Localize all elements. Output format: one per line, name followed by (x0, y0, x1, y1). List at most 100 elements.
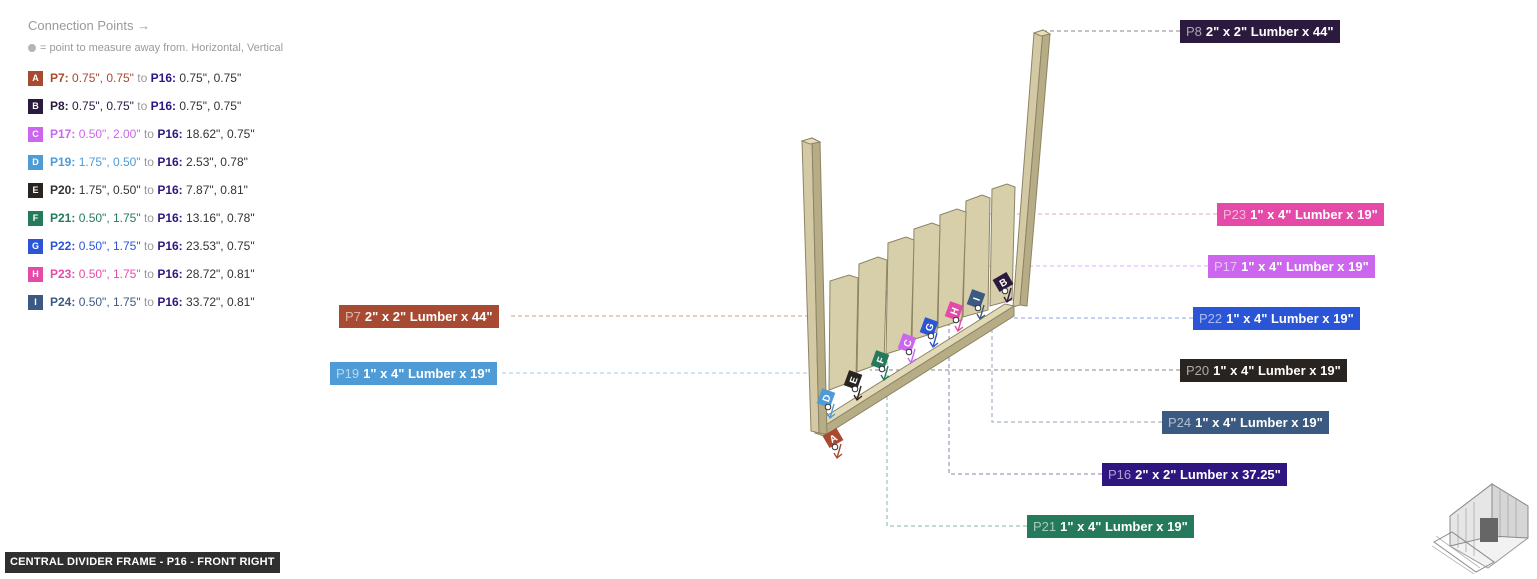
source-offset: 0.50", 1.75" (78, 295, 141, 309)
legend-note-text: = point to measure away from. Horizontal… (40, 42, 284, 54)
connection-marker-a[interactable]: A (822, 427, 844, 449)
source-part: P21: (50, 211, 76, 225)
board-p20 (856, 256, 888, 373)
connection-points-legend: Connection Points → = point to measure a… (28, 16, 348, 316)
target-offset: 28.72", 0.81" (186, 267, 255, 281)
source-offset: 0.50", 1.75" (78, 239, 141, 253)
marker-badge (822, 427, 844, 449)
marker-letter: B (998, 277, 1010, 290)
marker-badge (992, 271, 1014, 293)
target-part: P16: (157, 127, 183, 141)
part-id: P21 (1033, 519, 1057, 534)
source-offset: 0.75", 0.75" (72, 71, 134, 85)
measure-arrow-icon (929, 332, 939, 349)
board-p23 (989, 183, 1016, 307)
connection-marker-e[interactable]: E (843, 370, 863, 390)
connection-key-badge: E (28, 182, 43, 198)
to-word: to (143, 183, 154, 197)
marker-letter: I (972, 296, 983, 303)
connection-marker-h[interactable]: H (944, 301, 964, 321)
measure-arrow-icon (954, 316, 964, 333)
boards (828, 183, 1016, 391)
source-part: P17: (50, 127, 76, 141)
target-part: P16: (157, 239, 183, 253)
measure-point-dot-icon (927, 332, 935, 340)
connection-marker-f[interactable]: F (870, 350, 890, 370)
source-offset: 0.50", 2.00" (78, 127, 141, 141)
marker-badge (897, 333, 917, 353)
source-part: P8: (50, 99, 69, 113)
target-part: P16: (157, 267, 183, 281)
legend-note: = point to measure away from. Horizontal… (28, 38, 348, 58)
target-part: P16: (150, 71, 176, 85)
target-part: P16: (157, 295, 183, 309)
connection-key-badge: F (28, 210, 43, 226)
part-description: 2" x 2" Lumber x 44" (1205, 24, 1334, 39)
measure-arrow-icon (833, 443, 843, 460)
target-offset: 18.62", 0.75" (186, 127, 255, 141)
part-id: P8 (1186, 24, 1202, 39)
board-p19 (828, 274, 859, 391)
part-description: 1" x 4" Lumber x 19" (363, 366, 491, 381)
source-offset: 0.50", 1.75" (78, 267, 141, 281)
part-description: 2" x 2" Lumber x 37.25" (1135, 467, 1281, 482)
part-id: P7 (345, 309, 361, 324)
part-id: P24 (1168, 415, 1192, 430)
source-offset: 1.75", 0.50" (78, 155, 141, 169)
source-offset: 1.75", 0.50" (78, 183, 141, 197)
marker-letter: F (875, 356, 887, 366)
part-description: 1" x 4" Lumber x 19" (1060, 519, 1188, 534)
board-p24 (911, 222, 941, 341)
board-p17 (937, 208, 967, 329)
connection-key-badge: I (28, 294, 43, 310)
source-part: P23: (50, 267, 76, 281)
part-description: 1" x 4" Lumber x 19" (1250, 207, 1378, 222)
source-part: P20: (50, 183, 76, 197)
source-offset: 0.75", 0.75" (72, 99, 134, 113)
part-description: 1" x 4" Lumber x 19" (1213, 363, 1341, 378)
connection-marker-g[interactable]: G (919, 317, 939, 337)
target-offset: 0.75", 0.75" (179, 99, 242, 113)
to-word: to (137, 71, 148, 85)
marker-badge (816, 388, 836, 408)
measure-arrow-icon (907, 348, 917, 365)
connection-marker-b[interactable]: B (992, 271, 1014, 293)
connection-key-badge: G (28, 238, 43, 254)
measure-point-dot-icon (974, 304, 982, 312)
target-offset: 13.16", 0.78" (186, 211, 255, 225)
house-thumbnail-icon[interactable] (1430, 476, 1532, 576)
connection-marker-d[interactable]: D (816, 388, 836, 408)
view-title: CENTRAL DIVIDER FRAME - P16 - FRONT RIGH… (5, 552, 280, 573)
part-id: P19 (336, 366, 360, 381)
marker-badge (870, 350, 890, 370)
connection-marker-i[interactable]: I (966, 289, 986, 309)
target-offset: 2.53", 0.78" (186, 155, 248, 169)
measure-arrow-icon (826, 403, 836, 420)
to-word: to (143, 127, 154, 141)
connection-marker-c[interactable]: C (897, 333, 917, 353)
target-part: P16: (157, 155, 183, 169)
legend-title: Connection Points → (28, 18, 151, 33)
lumber-assembly (800, 29, 1052, 437)
